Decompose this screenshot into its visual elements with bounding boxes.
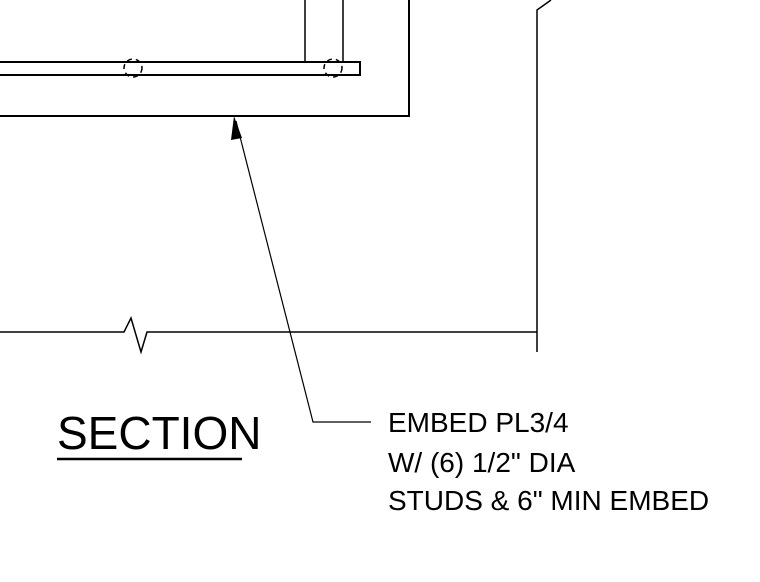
callout-line-2: W/ (6) 1/2" DIA xyxy=(388,447,576,478)
break-line-horizontal xyxy=(0,315,537,355)
wall-outline xyxy=(0,0,410,117)
callout-line-1: EMBED PL3/4 xyxy=(388,407,569,438)
leader-line xyxy=(235,120,371,423)
section-title: SECTION xyxy=(57,407,261,459)
embed-plate xyxy=(0,61,361,76)
stud-right xyxy=(323,58,343,78)
leader-arrowhead xyxy=(231,116,242,140)
break-line-right xyxy=(536,0,552,352)
stud-left xyxy=(123,58,143,78)
callout-line-3: STUDS & 6" MIN EMBED xyxy=(388,485,709,516)
